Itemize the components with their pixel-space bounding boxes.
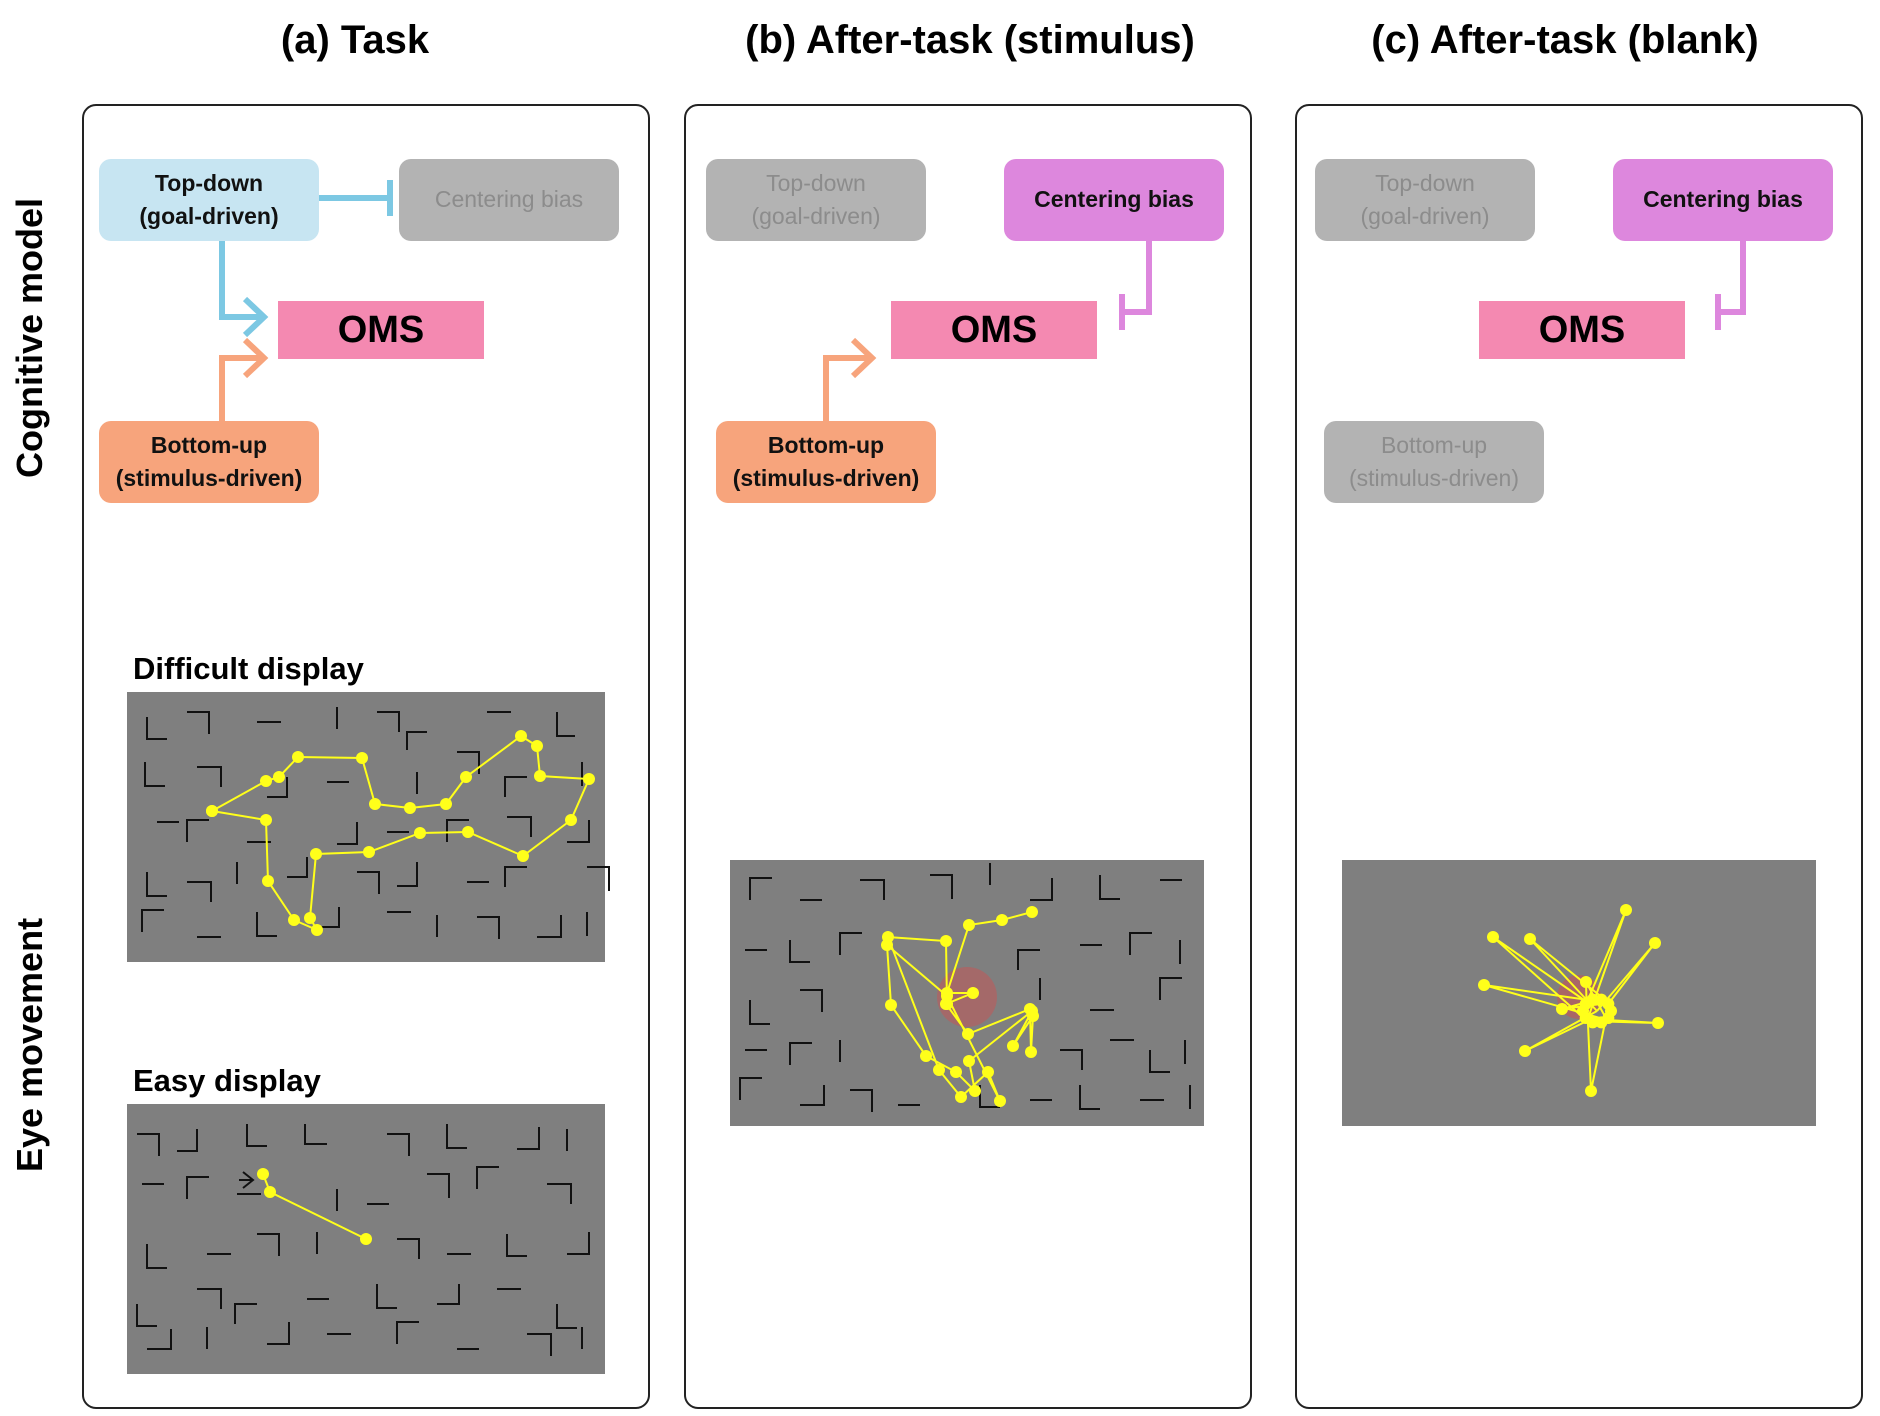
centering-bias-node: Centering bias bbox=[1613, 159, 1833, 241]
fixation-point bbox=[994, 1095, 1006, 1107]
fixation-point bbox=[1652, 1017, 1664, 1029]
fixation-point bbox=[1586, 993, 1599, 1006]
fixation-point bbox=[534, 770, 546, 782]
panel-after-task-stimulus: Top-down (goal-driven) Centering bias OM… bbox=[684, 104, 1252, 1409]
fixation-point bbox=[1026, 1005, 1038, 1017]
fixation-point bbox=[414, 827, 426, 839]
fixation-point bbox=[517, 850, 529, 862]
fixation-point bbox=[311, 924, 323, 936]
difficult-display bbox=[127, 692, 610, 962]
stimulus-after-display bbox=[730, 860, 1204, 1126]
difficult-display-label: Difficult display bbox=[133, 651, 364, 686]
fixation-point bbox=[206, 805, 218, 817]
top-down-node: Top-down (goal-driven) bbox=[1315, 159, 1535, 241]
fixation-point bbox=[963, 919, 975, 931]
oms-node: OMS bbox=[1479, 301, 1685, 359]
fixation-point bbox=[982, 1066, 994, 1078]
fixation-point bbox=[955, 1091, 967, 1103]
panel-c-arrows bbox=[1715, 241, 1746, 330]
fixation-point bbox=[1519, 1045, 1531, 1057]
fixation-point bbox=[1556, 1003, 1568, 1015]
fixation-point bbox=[940, 935, 952, 947]
distractor-marks bbox=[739, 863, 1191, 1112]
fixation-point bbox=[1580, 976, 1592, 988]
fixation-point bbox=[920, 1050, 932, 1062]
oms-node: OMS bbox=[891, 301, 1097, 359]
column-title-after-task-blank: (c) After-task (blank) bbox=[1371, 18, 1759, 62]
fixation-point bbox=[1026, 906, 1038, 918]
fixation-point bbox=[963, 1055, 975, 1067]
top-down-node: Top-down (goal-driven) bbox=[706, 159, 926, 241]
distractor-marks bbox=[141, 707, 610, 939]
bottom-up-node: Bottom-up (stimulus-driven) bbox=[716, 421, 936, 503]
distractor-marks bbox=[136, 1124, 590, 1356]
fixation-point bbox=[304, 912, 316, 924]
fixation-point bbox=[885, 999, 897, 1011]
fixation-point bbox=[460, 771, 472, 783]
fixation-point bbox=[1025, 1046, 1037, 1058]
fixation-point bbox=[531, 740, 543, 752]
blank-after-display bbox=[1342, 860, 1816, 1126]
fixation-point bbox=[264, 1186, 276, 1198]
fixation-point bbox=[941, 998, 953, 1010]
fixation-point bbox=[310, 848, 322, 860]
fixation-point bbox=[257, 1168, 269, 1180]
fixation-point bbox=[462, 826, 474, 838]
centering-bias-node: Centering bias bbox=[1004, 159, 1224, 241]
fixation-point bbox=[962, 1028, 974, 1040]
panel-a-arrows bbox=[219, 180, 393, 421]
fixation-point bbox=[882, 931, 894, 943]
bottom-up-node: Bottom-up (stimulus-driven) bbox=[99, 421, 319, 503]
centering-bias-node: Centering bias bbox=[399, 159, 619, 241]
fixation-point bbox=[360, 1233, 372, 1245]
fixation-point bbox=[356, 752, 368, 764]
row-label-cognitive-model: Cognitive model bbox=[9, 197, 50, 479]
fixation-point bbox=[933, 1064, 945, 1076]
bottom-up-node: Bottom-up (stimulus-driven) bbox=[1324, 421, 1544, 503]
fixation-point bbox=[1524, 933, 1536, 945]
fixation-point bbox=[440, 798, 452, 810]
fixation-point bbox=[1602, 997, 1615, 1010]
easy-display-label: Easy display bbox=[133, 1063, 321, 1098]
fixation-point bbox=[1585, 1085, 1597, 1097]
top-down-node: Top-down (goal-driven) bbox=[99, 159, 319, 241]
fixation-point bbox=[369, 798, 381, 810]
fixation-point bbox=[515, 730, 527, 742]
fixation-point bbox=[260, 775, 272, 787]
fixation-point bbox=[273, 771, 285, 783]
fixation-point bbox=[967, 987, 979, 999]
row-label-eye-movement: Eye movement bbox=[9, 917, 50, 1173]
fixation-point bbox=[288, 914, 300, 926]
fixation-point bbox=[1595, 1016, 1608, 1029]
fixation-point bbox=[404, 802, 416, 814]
fixation-point bbox=[260, 814, 272, 826]
fixation-point bbox=[1649, 937, 1661, 949]
fixation-point bbox=[969, 1085, 981, 1097]
oms-node: OMS bbox=[278, 301, 484, 359]
fixation-point bbox=[583, 773, 595, 785]
fixation-point bbox=[950, 1066, 962, 1078]
fixation-point bbox=[565, 814, 577, 826]
fixation-point bbox=[1487, 931, 1499, 943]
panel-after-task-blank: Top-down (goal-driven) Centering bias OM… bbox=[1295, 104, 1863, 1409]
panel-b-arrows bbox=[823, 241, 1152, 421]
fixation-point bbox=[1620, 904, 1632, 916]
fixation-point bbox=[363, 846, 375, 858]
column-title-task: (a) Task bbox=[280, 18, 430, 62]
fixation-point bbox=[1007, 1040, 1019, 1052]
easy-display bbox=[127, 1104, 605, 1374]
fixation-point bbox=[262, 875, 274, 887]
column-title-after-task-stimulus: (b) After-task (stimulus) bbox=[745, 18, 1195, 62]
fixation-point bbox=[996, 914, 1008, 926]
fixation-point bbox=[1478, 979, 1490, 991]
fixation-point bbox=[292, 751, 304, 763]
